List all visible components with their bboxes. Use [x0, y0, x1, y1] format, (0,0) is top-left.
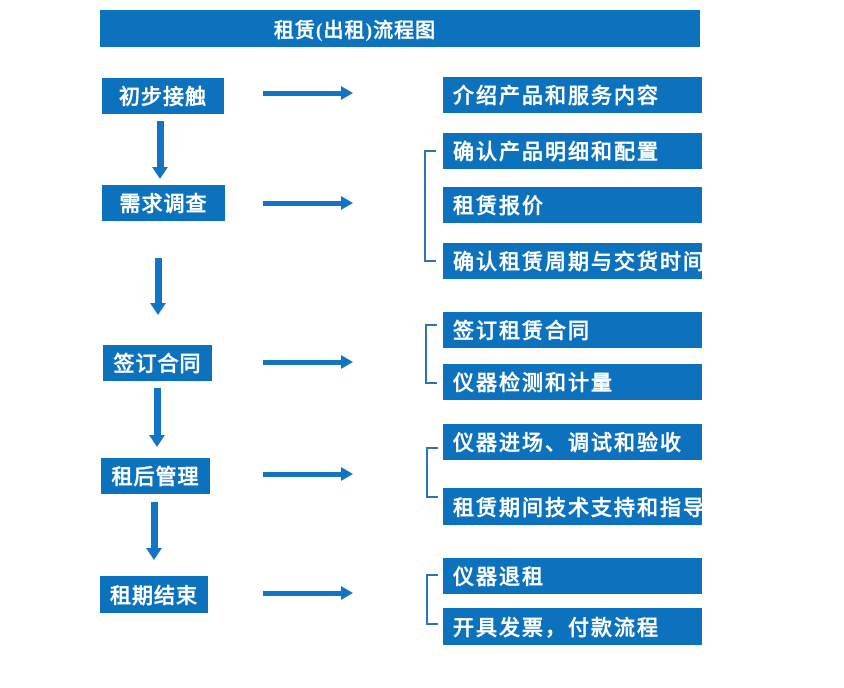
detail-box: 仪器检测和计量	[443, 364, 702, 400]
arrow-head	[152, 167, 168, 179]
arrow-shaft	[263, 590, 342, 596]
arrow-shaft	[150, 502, 158, 549]
arrow-shaft	[156, 121, 164, 168]
title-bar: 租赁(出租)流程图	[100, 10, 700, 47]
arrow-shaft	[263, 359, 342, 365]
arrow-head	[146, 548, 162, 560]
arrow-head	[149, 435, 165, 447]
arrow-head	[341, 467, 353, 481]
detail-box: 确认租赁周期与交货时间	[443, 243, 704, 279]
page-title: 租赁(出租)流程图	[273, 20, 437, 42]
detail-box: 租赁期间技术支持和指导	[443, 488, 704, 525]
detail-box: 开具发票，付款流程	[443, 608, 702, 645]
arrow-shaft	[263, 200, 342, 206]
arrow-head	[341, 586, 353, 600]
down-arrow-icon	[150, 258, 166, 315]
arrow-shaft	[263, 90, 342, 96]
down-arrow-icon	[149, 388, 165, 447]
right-arrow-icon	[263, 355, 353, 369]
group-bracket	[426, 447, 438, 498]
right-arrow-icon	[263, 196, 353, 210]
detail-box: 仪器退租	[443, 558, 702, 594]
step-rental-end: 租期结束	[100, 576, 208, 613]
arrow-head	[150, 303, 166, 315]
down-arrow-icon	[152, 121, 168, 179]
detail-box: 仪器进场、调试和验收	[443, 424, 702, 460]
arrow-head	[341, 86, 353, 100]
right-arrow-icon	[263, 586, 353, 600]
right-arrow-icon	[263, 86, 353, 100]
arrow-shaft	[153, 388, 161, 436]
right-arrow-icon	[263, 467, 353, 481]
detail-box: 签订租赁合同	[443, 312, 702, 348]
arrow-head	[341, 196, 353, 210]
group-bracket	[426, 574, 438, 625]
step-demand-survey: 需求调查	[102, 185, 225, 221]
group-bracket	[424, 150, 436, 262]
detail-box: 确认产品明细和配置	[443, 133, 702, 169]
arrow-head	[341, 355, 353, 369]
arrow-shaft	[263, 471, 342, 477]
group-bracket	[425, 324, 437, 384]
step-sign-contract: 签订合同	[103, 345, 212, 381]
down-arrow-icon	[146, 502, 162, 560]
step-post-rental-management: 租后管理	[101, 458, 210, 494]
step-initial-contact: 初步接触	[102, 78, 224, 114]
detail-box: 介绍产品和服务内容	[443, 77, 702, 113]
detail-box: 租赁报价	[443, 187, 702, 223]
arrow-shaft	[154, 258, 162, 304]
